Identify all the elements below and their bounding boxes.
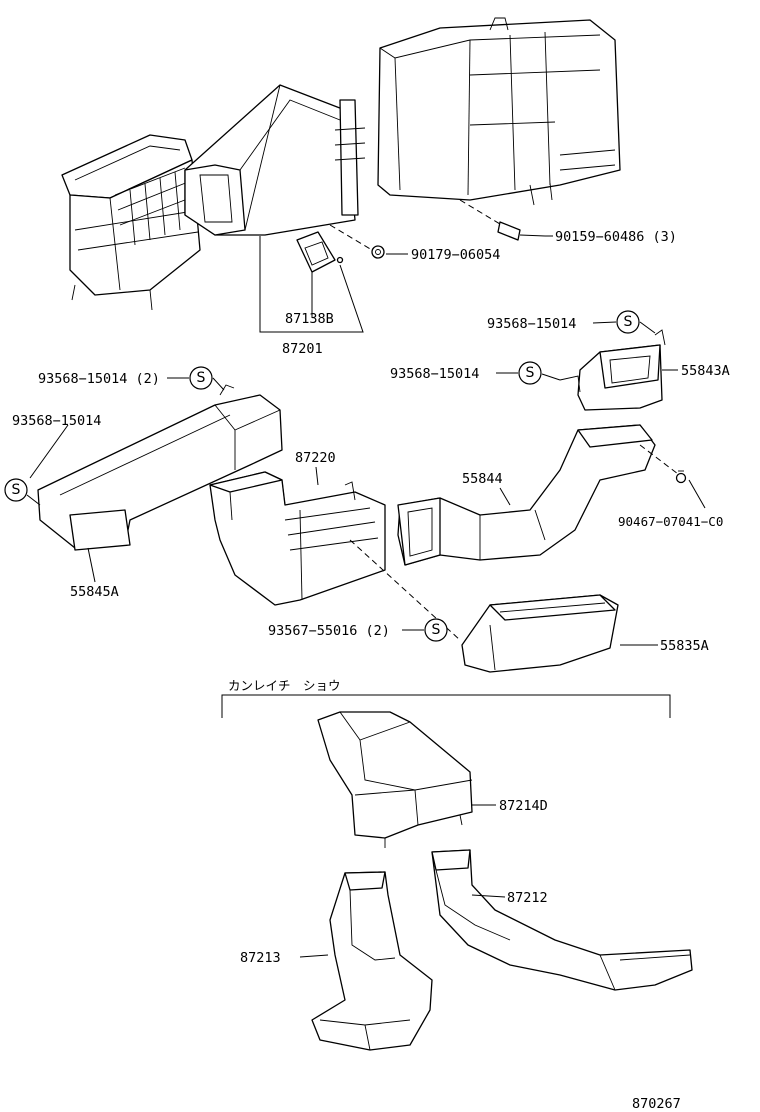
dash-clip-line: [639, 444, 679, 475]
diagram-number: 870267: [632, 1096, 681, 1112]
blower-unit-drawing: [61, 134, 201, 311]
label-90467-07041-c0: 90467−07041−C0: [618, 514, 723, 529]
s-mark-label: S: [624, 314, 633, 330]
heater-case-drawing: [377, 17, 621, 206]
duct-55844-drawing: [397, 424, 656, 566]
label-93568-15014-top: 93568−15014: [487, 316, 576, 332]
label-cold-region: カンレイチ ショウ: [228, 678, 341, 693]
s-mark-label: S: [432, 622, 441, 638]
label-87138b: 87138B: [285, 311, 334, 327]
label-55844: 55844: [462, 471, 503, 487]
nut-90179-drawing: [371, 245, 385, 259]
label-87213: 87213: [240, 950, 281, 966]
duct-55845a-drawing: [37, 384, 283, 551]
s-mark-bottom: S: [424, 618, 448, 642]
duct-87212-drawing: [431, 849, 693, 991]
dash-nut-line: [329, 224, 373, 251]
label-87212: 87212: [507, 890, 548, 906]
label-93567-55016-2: 93567−55016 (2): [268, 623, 390, 639]
duct-55835a-drawing: [461, 594, 619, 673]
s-mark-label: S: [12, 482, 21, 498]
label-93568-15014-left: 93568−15014: [12, 413, 101, 429]
s-mark-top: S: [616, 310, 640, 334]
s-mark-label: S: [197, 370, 206, 386]
duct-55843a-drawing: [559, 329, 666, 411]
s-mark-left: S: [4, 478, 28, 502]
label-93568-15014-2: 93568−15014 (2): [38, 371, 160, 387]
label-55835a: 55835A: [660, 638, 709, 654]
label-55845a: 55845A: [70, 584, 119, 600]
leader-lines: [26, 235, 706, 958]
label-90159-60486: 90159−60486 (3): [555, 229, 677, 245]
duct-87214d-drawing: [317, 711, 473, 848]
resistor-87138b-drawing: [296, 231, 344, 273]
label-87201: 87201: [282, 341, 323, 357]
s-mark-mid: S: [518, 361, 542, 385]
label-55843a: 55843A: [681, 363, 730, 379]
clip-90467-drawing: [675, 470, 687, 484]
s-mark-upper-left: S: [189, 366, 213, 390]
center-duct-87220-drawing: [209, 471, 386, 606]
label-93568-15014-mid: 93568−15014: [390, 366, 479, 382]
dash-screw-line: [459, 199, 501, 225]
label-87220: 87220: [295, 450, 336, 466]
s-mark-label: S: [526, 365, 535, 381]
screw-90159-drawing: [497, 221, 546, 241]
air-duct-housing-drawing: [184, 84, 366, 236]
cold-region-bracket: [221, 694, 671, 718]
duct-87213-drawing: [311, 871, 433, 1051]
label-90179-06054: 90179−06054: [411, 247, 500, 263]
label-87214d: 87214D: [499, 798, 548, 814]
